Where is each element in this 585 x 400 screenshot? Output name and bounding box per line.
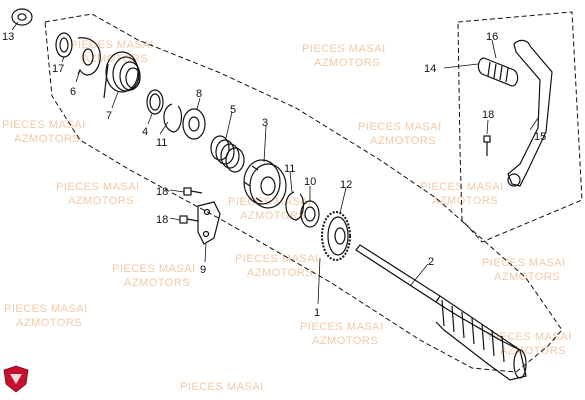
brand-shield-icon: [3, 365, 29, 393]
watermark-line2: AZMOTORS: [370, 135, 436, 147]
kick-pedal-15: [507, 39, 553, 187]
watermark: PIECES MASAI AZMOTORS: [300, 321, 384, 347]
callout-1: 1: [314, 307, 320, 319]
watermark-line1: PIECES MASAI: [482, 257, 566, 269]
assembly-outlines: [44, 11, 583, 373]
pedal-assembly-outline: [457, 11, 583, 243]
watermark-line1: PIECES MASAI: [70, 39, 154, 51]
callout-18-pedal: 18: [482, 109, 494, 121]
watermark: PIECES MASAI AZMOTORS: [482, 257, 566, 283]
guide-plate-9: [197, 201, 221, 245]
watermark-line2: AZMOTORS: [82, 53, 148, 65]
spring-retainer-6: [77, 37, 101, 76]
ratchet-3: [243, 159, 287, 209]
bolt-18-left-lower: [179, 215, 199, 224]
watermark: PIECES MASAI AZMOTORS: [358, 121, 442, 147]
kick-gear-12: [321, 211, 351, 261]
watermark-line2: AZMOTORS: [240, 210, 306, 222]
watermark: PIECES MASAI AZMOTORS: [488, 331, 572, 357]
watermark-line1: PIECES MASAI: [4, 303, 88, 315]
watermark-line2: AZMOTORS: [68, 195, 134, 207]
pedal-grip-16: [477, 57, 519, 87]
callout-13: 13: [2, 31, 14, 43]
watermark-line1: PIECES MASAI: [180, 381, 264, 393]
watermark-line2: AZMOTORS: [16, 317, 82, 329]
watermark-line2: AZMOTORS: [432, 195, 498, 207]
watermark-line1: PIECES MASAI: [420, 181, 504, 193]
watermark-line2: AZMOTORS: [14, 133, 80, 145]
callout-5: 5: [230, 104, 236, 116]
callout-4: 4: [142, 126, 148, 138]
callout-9: 9: [200, 264, 206, 276]
watermark-line2: AZMOTORS: [494, 271, 560, 283]
shaft-assembly-outline: [44, 13, 563, 373]
callout-15: 15: [534, 131, 546, 143]
callout-11-upper: 11: [156, 137, 167, 149]
callout-10: 10: [304, 176, 316, 188]
circlip-11-lower: [285, 191, 305, 221]
callout-2: 2: [428, 256, 434, 268]
callout-18-upper: 18: [156, 186, 168, 198]
watermark: PIECES MASAI: [180, 381, 264, 393]
bolt-18-left-upper: [183, 187, 203, 196]
watermark: PIECES MASAI AZMOTORS: [235, 253, 319, 279]
watermark-line1: PIECES MASAI: [358, 121, 442, 133]
kick-spring-7: [103, 51, 141, 99]
watermark-line1: PIECES MASAI: [112, 263, 196, 275]
callout-7: 7: [106, 110, 112, 122]
callout-11-lower: 11: [284, 163, 295, 175]
watermark: PIECES MASAI AZMOTORS: [112, 263, 196, 289]
callouts: 1 2 3 4 5 6 7 8 9 10 11 11 12 13 14 15 1…: [2, 31, 546, 319]
callout-16: 16: [486, 31, 498, 43]
watermark: PIECES MASAI AZMOTORS: [70, 39, 154, 65]
circlip-4: [146, 89, 164, 115]
watermark-line2: AZMOTORS: [314, 57, 380, 69]
watermark-line1: PIECES MASAI: [56, 181, 140, 193]
circlip-11-upper: [163, 103, 183, 133]
parts: [11, 8, 553, 381]
watermark-line1: PIECES MASAI: [488, 331, 572, 343]
callout-14: 14: [424, 63, 436, 75]
watermark: PIECES MASAI AZMOTORS: [2, 119, 86, 145]
callout-3: 3: [262, 117, 268, 129]
watermark-line2: AZMOTORS: [500, 345, 566, 357]
watermark-line1: PIECES MASAI: [235, 253, 319, 265]
callout-17: 17: [52, 63, 64, 75]
watermarks: PIECES MASAI AZMOTORS PIECES MASAI AZMOT…: [2, 39, 572, 393]
callout-6: 6: [70, 86, 76, 98]
watermark-line2: AZMOTORS: [312, 335, 378, 347]
callout-12: 12: [340, 179, 352, 191]
washer-13: [11, 8, 33, 26]
watermark-line2: AZMOTORS: [124, 277, 190, 289]
watermark: PIECES MASAI AZMOTORS: [4, 303, 88, 329]
callout-8: 8: [196, 88, 202, 100]
watermark-line2: AZMOTORS: [247, 267, 313, 279]
watermark-line1: PIECES MASAI: [300, 321, 384, 333]
watermark: PIECES MASAI AZMOTORS: [302, 43, 386, 69]
kickstart-shaft-2: [355, 244, 527, 381]
bolt-18-pedal: [483, 135, 491, 156]
watermark-line1: PIECES MASAI: [302, 43, 386, 55]
ratchet-spring-5: [210, 135, 245, 173]
leader-lines: [11, 21, 539, 305]
watermark-line1: PIECES MASAI: [2, 119, 86, 131]
watermark: PIECES MASAI AZMOTORS: [56, 181, 140, 207]
watermark: PIECES MASAI AZMOTORS: [420, 181, 504, 207]
callout-18-lower: 18: [156, 214, 168, 226]
washer-8: [182, 108, 206, 140]
